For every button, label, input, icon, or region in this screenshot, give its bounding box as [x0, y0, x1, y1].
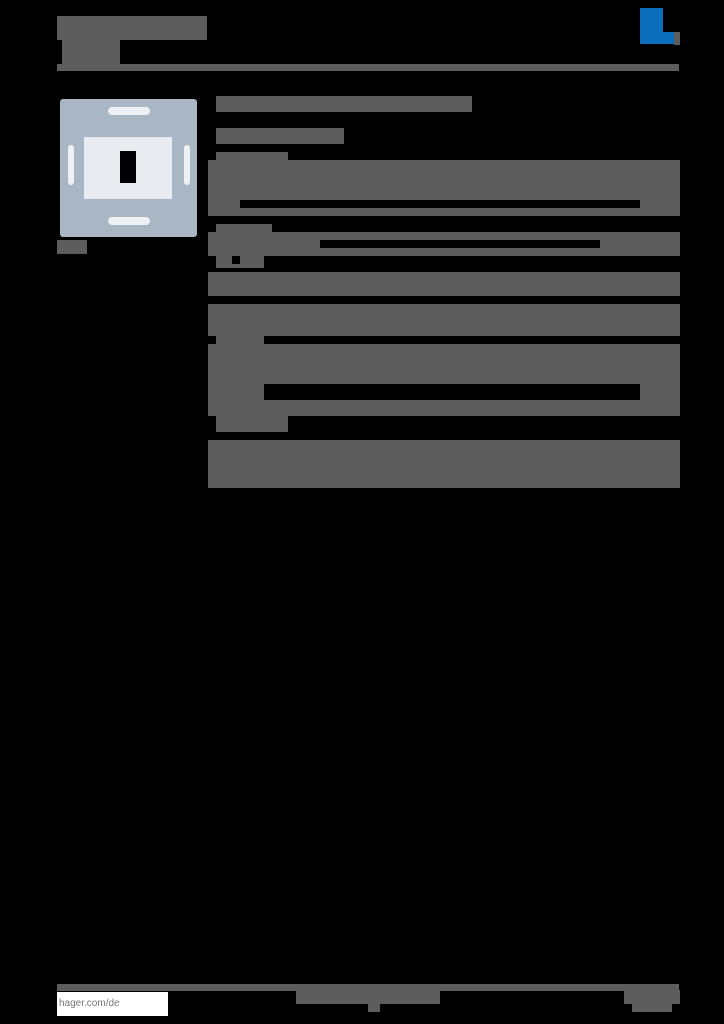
header-rule [57, 64, 679, 71]
footer-date [632, 1004, 672, 1012]
spec-block-3 [208, 344, 680, 416]
module-slot [120, 151, 136, 183]
spec-col-2 [216, 256, 264, 268]
spec-label-4 [216, 416, 288, 432]
image-caption [57, 240, 87, 254]
product-subheading [216, 128, 344, 144]
product-heading [216, 96, 472, 112]
product-image [60, 99, 197, 237]
footer-page-marker [368, 1004, 380, 1012]
spec-block-4 [208, 440, 680, 488]
spec-row-2c [208, 304, 680, 336]
footer-right-text [624, 990, 680, 1004]
hager-logo-icon [640, 8, 680, 45]
spec-row-2b [208, 272, 680, 296]
footer-rule [57, 984, 679, 991]
footer-center-text [296, 990, 440, 1004]
document-subtitle [62, 40, 120, 64]
website-link[interactable]: hager.com/de [57, 992, 168, 1016]
document-title [57, 16, 207, 40]
